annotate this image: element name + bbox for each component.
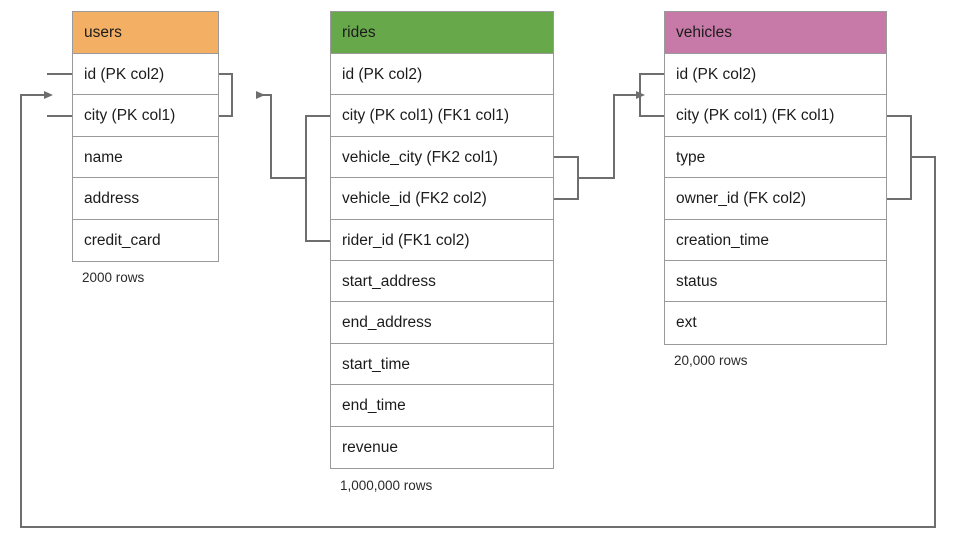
table-users-column-id[interactable]: id (PK col2) [73,54,218,96]
table-vehicles-column-id[interactable]: id (PK col2) [665,54,886,96]
table-vehicles-column-city[interactable]: city (PK col1) (FK col1) [665,95,886,137]
table-rides-title: rides [331,12,553,54]
table-rides-column-start-time[interactable]: start_time [331,343,553,386]
connector-rides-fk2-to-vehicles [578,91,645,179]
connector-rides-fk1-to-users [256,91,306,179]
table-rides-column-end-address[interactable]: end_address [331,302,553,344]
table-users-column-address[interactable]: address [73,178,218,220]
table-rides-row-count: 1,000,000 rows [340,478,433,493]
table-rides-column-city[interactable]: city (PK col1) (FK1 col1) [331,95,553,137]
table-rides-column-rider-id[interactable]: rider_id (FK1 col2) [331,219,553,261]
table-users-column-city[interactable]: city (PK col1) [73,95,218,137]
table-vehicles-column-ext[interactable]: ext [665,302,886,344]
table-rides-column-revenue[interactable]: revenue [331,426,553,468]
table-users-column-name[interactable]: name [73,136,218,179]
vehicles-pk-bracket [639,73,664,117]
table-users[interactable]: users id (PK col2) city (PK col1) name a… [72,11,219,262]
table-rides-column-id[interactable]: id (PK col2) [331,54,553,96]
table-rides-column-vehicle-city[interactable]: vehicle_city (FK2 col1) [331,136,553,179]
table-vehicles-title: vehicles [665,12,886,54]
table-vehicles[interactable]: vehicles id (PK col2) city (PK col1) (FK… [664,11,887,345]
table-users-title: users [73,12,218,54]
table-users-column-credit-card[interactable]: credit_card [73,219,218,261]
table-rides[interactable]: rides id (PK col2) city (PK col1) (FK1 c… [330,11,554,469]
table-users-row-count: 2000 rows [82,270,145,285]
table-rides-column-start-address[interactable]: start_address [331,260,553,303]
table-vehicles-column-creation-time[interactable]: creation_time [665,219,886,261]
table-vehicles-column-type[interactable]: type [665,136,886,179]
rides-fk2-bracket [554,156,579,200]
rides-fk1-bracket [305,115,330,242]
table-rides-column-end-time[interactable]: end_time [331,385,553,427]
table-vehicles-row-count: 20,000 rows [674,353,748,368]
table-vehicles-column-owner-id[interactable]: owner_id (FK col2) [665,178,886,220]
table-rides-column-vehicle-id[interactable]: vehicle_id (FK2 col2) [331,178,553,220]
table-vehicles-column-status[interactable]: status [665,260,886,303]
vehicles-fk-bracket [887,115,912,200]
